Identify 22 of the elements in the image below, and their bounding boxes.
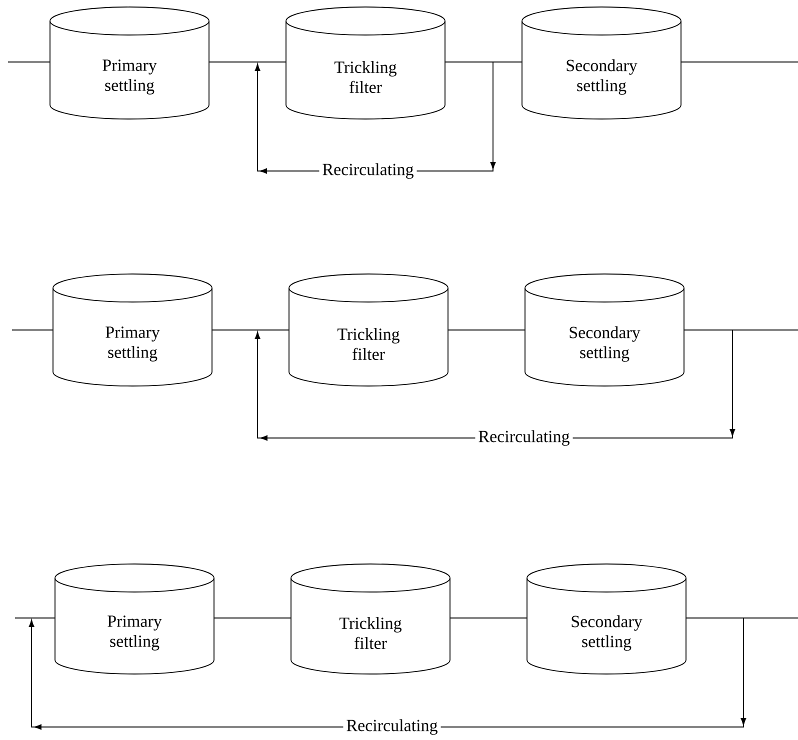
edge-label: Recirculating bbox=[343, 716, 441, 738]
node-label: Primary settling bbox=[102, 60, 157, 94]
settling-tank: Secondary settling bbox=[524, 274, 684, 386]
edge-label: Recirculating bbox=[319, 160, 417, 182]
node-label: Trickling filter bbox=[339, 617, 402, 649]
settling-tank: Secondary settling bbox=[526, 564, 686, 674]
settling-tank: Primary settling bbox=[50, 6, 210, 120]
node-label: Primary settling bbox=[108, 616, 162, 650]
node-label: Secondary settling bbox=[572, 615, 642, 651]
node-label: Trickling filter bbox=[334, 61, 397, 93]
settling-tank: Trickling filter bbox=[288, 274, 448, 386]
node-label: Primary settling bbox=[106, 326, 160, 362]
settling-tank: Trickling filter bbox=[290, 564, 450, 674]
settling-tank: Trickling filter bbox=[286, 6, 446, 120]
recirculation-arrow bbox=[28, 618, 746, 730]
settling-tank: Secondary settling bbox=[522, 6, 682, 120]
node-label: Trickling filter bbox=[337, 328, 400, 360]
settling-tank: Primary settling bbox=[52, 274, 212, 386]
settling-tank: Primary settling bbox=[54, 564, 214, 674]
node-label: Secondary settling bbox=[566, 59, 638, 95]
edge-label: Recirculating bbox=[475, 427, 573, 449]
node-label: Secondary settling bbox=[570, 326, 640, 362]
